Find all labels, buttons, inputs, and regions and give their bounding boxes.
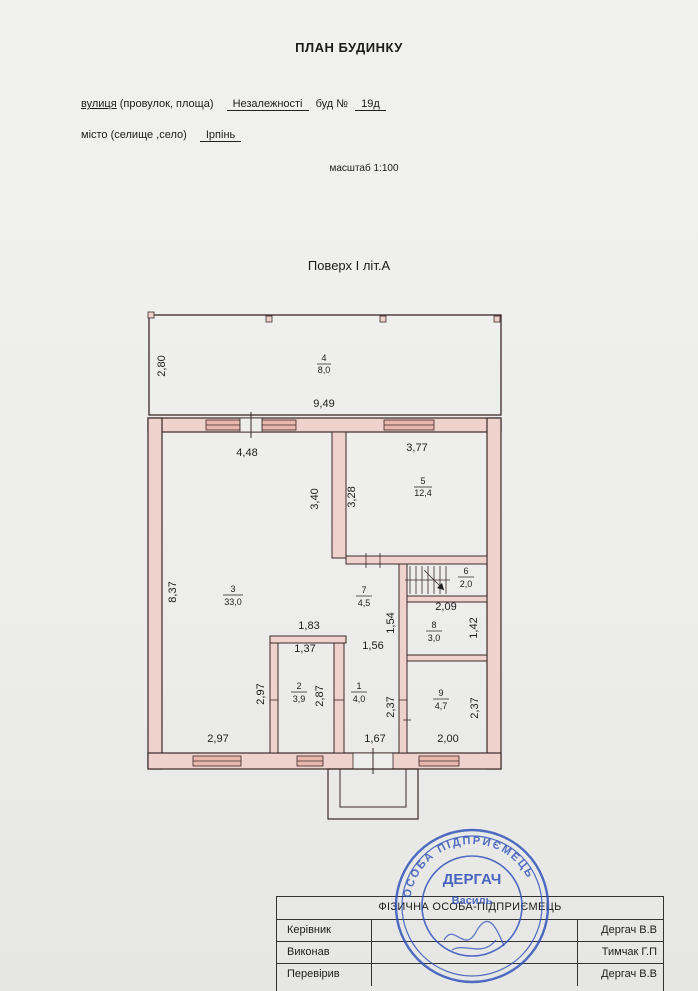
signature-role: Перевірив: [287, 968, 340, 980]
room-label-4: 4 8,0: [317, 353, 331, 375]
scale-label: масштаб 1:100: [329, 163, 399, 174]
room-label-3: 3 33,0: [223, 584, 243, 607]
svg-text:3,9: 3,9: [293, 694, 306, 704]
terrace-post: [493, 315, 501, 323]
dim-room3-width-top: 4,48: [236, 447, 257, 459]
dim-hall-lower-width: 1,56: [362, 640, 383, 652]
city-value: Ірпінь: [199, 129, 242, 142]
svg-text:5: 5: [420, 476, 425, 486]
svg-text:4: 4: [321, 353, 326, 363]
signature-table: ФІЗИЧНА ОСОБА-ПІДПРИЄМЕЦЬ Керівник Дерга…: [276, 896, 664, 991]
exterior-walls: [147, 417, 502, 770]
room-label-1: 1 4,0: [351, 681, 367, 704]
dim-room2-depth-left: 2,97: [255, 683, 267, 704]
dim-room2-depth-right: 2,87: [314, 685, 326, 706]
dim-terrace-height: 2,80: [156, 355, 168, 376]
street-value: Незалежності: [226, 98, 309, 111]
street-label-rest: (провулок, площа): [116, 98, 214, 110]
dim-room8-depth: 1,42: [468, 617, 480, 638]
interior-walls: [269, 431, 488, 754]
dim-room2-width: 1,37: [294, 643, 315, 655]
dim-room5-width: 3,77: [406, 442, 427, 454]
signature-person: Дергач В.В: [601, 968, 657, 980]
dim-room9-width: 2,00: [437, 733, 458, 745]
svg-text:4,0: 4,0: [353, 694, 366, 704]
stairs: [405, 566, 450, 594]
signature-role: Керівник: [287, 924, 331, 936]
signature-row: Виконав Тимчак Г.П: [277, 941, 663, 964]
signature-role: Виконав: [287, 946, 330, 958]
dim-room5-depth: 3,28: [346, 486, 358, 507]
svg-text:7: 7: [361, 585, 366, 595]
room-label-6: 6 2,0: [458, 566, 474, 589]
signature-row: Перевірив Дергач В.В: [277, 963, 663, 986]
address-city-line: місто (селище ,село) Ірпінь: [81, 129, 245, 142]
svg-text:2: 2: [296, 681, 301, 691]
dim-room1-depth: 2,37: [385, 696, 397, 717]
room-label-2: 2 3,9: [291, 681, 307, 704]
dim-room9-depth: 2,37: [469, 697, 481, 718]
svg-text:8,0: 8,0: [318, 365, 331, 375]
dim-hall-depth: 1,54: [385, 612, 397, 633]
floor-title: Поверх І літ.А: [307, 258, 391, 273]
dim-terrace-width: 9,49: [313, 398, 334, 410]
stairs-arrow: [437, 583, 444, 590]
signature-person: Тимчак Г.П: [601, 946, 657, 958]
porch: [327, 768, 419, 820]
dim-hall-width: 1,83: [298, 620, 319, 632]
dim-room3-height: 8,37: [167, 581, 179, 602]
dim-room3-bottom-width: 2,97: [207, 733, 228, 745]
house-value: 19д: [355, 98, 386, 111]
street-label-prefix: вулиця: [81, 98, 117, 110]
room-label-5: 5 12,4: [414, 476, 432, 498]
room-label-7: 7 4,5: [356, 585, 372, 608]
signature-person: Дергач В.В: [601, 924, 657, 936]
dim-room8-width: 2,09: [435, 601, 456, 613]
svg-text:3: 3: [230, 584, 235, 594]
signature-row: Керівник Дергач В.В: [277, 919, 663, 942]
svg-text:3,0: 3,0: [428, 633, 441, 643]
svg-text:6: 6: [463, 566, 468, 576]
address-street-line: вулиця (провулок, площа) Незалежності бу…: [81, 98, 390, 111]
terrace-post: [379, 315, 387, 323]
terrace-post: [265, 315, 273, 323]
document-title: ПЛАН БУДИНКУ: [295, 40, 403, 55]
porch-step: [339, 768, 407, 808]
room-label-8: 8 3,0: [426, 620, 442, 643]
signature-table-header: ФІЗИЧНА ОСОБА-ПІДПРИЄМЕЦЬ: [378, 901, 562, 913]
svg-text:1: 1: [356, 681, 361, 691]
terrace-post: [147, 311, 155, 319]
svg-text:2,0: 2,0: [460, 579, 473, 589]
svg-text:4,7: 4,7: [435, 701, 448, 711]
dim-room1-width: 1,67: [364, 733, 385, 745]
dim-room3-depth-right: 3,40: [309, 488, 321, 509]
svg-text:8: 8: [431, 620, 436, 630]
svg-text:12,4: 12,4: [414, 488, 432, 498]
room-label-9: 9 4,7: [433, 688, 449, 711]
terrace-outline: [148, 314, 502, 416]
svg-text:33,0: 33,0: [224, 597, 242, 607]
svg-text:4,5: 4,5: [358, 598, 371, 608]
house-label: буд №: [315, 98, 349, 110]
city-label: місто (селище ,село): [81, 129, 187, 141]
svg-text:9: 9: [438, 688, 443, 698]
